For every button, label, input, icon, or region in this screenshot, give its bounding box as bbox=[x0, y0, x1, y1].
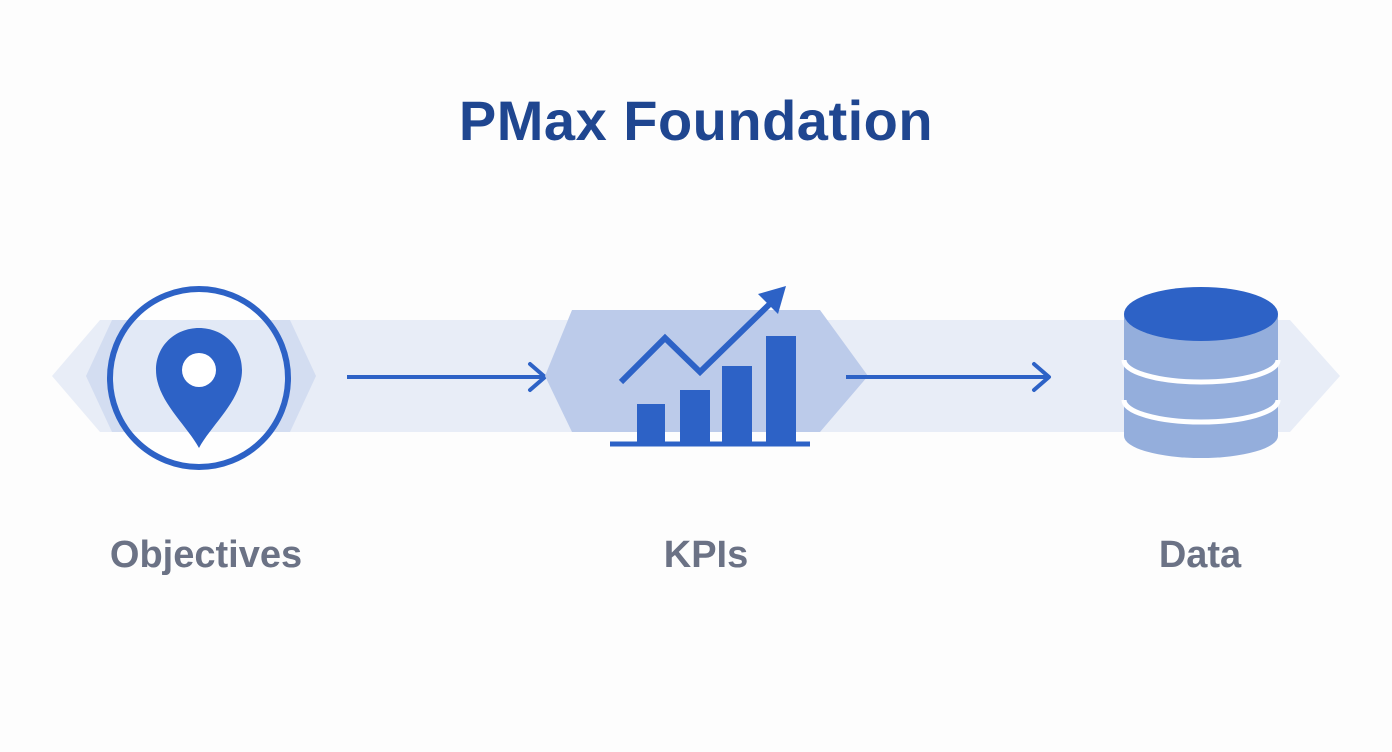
step-label-objectives: Objectives bbox=[109, 534, 303, 576]
step-label-data: Data bbox=[1158, 534, 1242, 576]
diagram-title: PMax Foundation bbox=[458, 89, 934, 152]
arrow-objectives-to-kpis bbox=[347, 362, 547, 392]
growth-chart-icon bbox=[610, 286, 810, 447]
database-icon bbox=[1121, 287, 1281, 458]
map-pin-icon bbox=[107, 286, 291, 470]
step-label-kpis: KPIs bbox=[663, 534, 749, 576]
arrow-kpis-to-data bbox=[846, 362, 1051, 392]
